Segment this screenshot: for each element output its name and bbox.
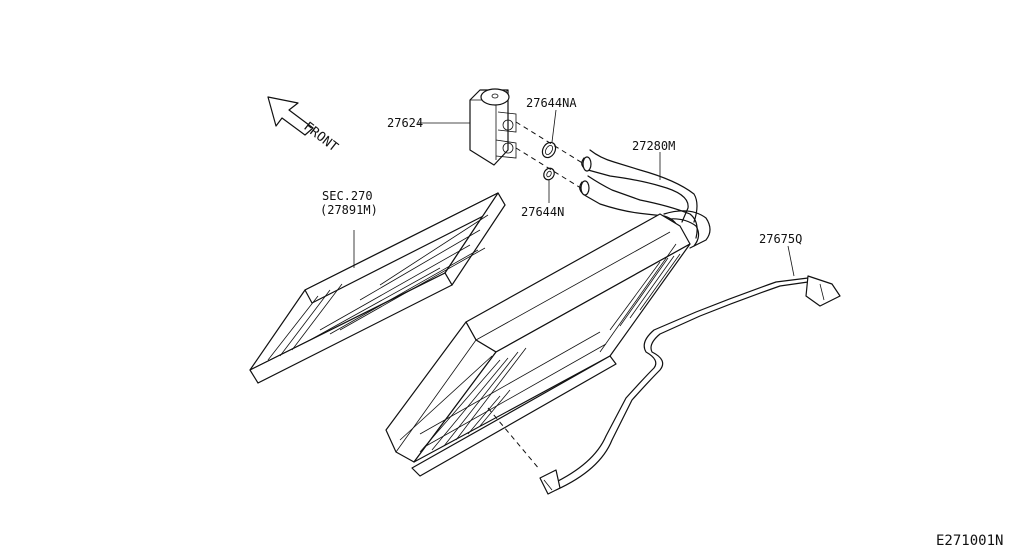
front-arrow-icon — [267, 96, 314, 136]
sensor-assembly-line — [487, 407, 541, 471]
core-fins — [419, 253, 681, 453]
filter-pleats — [267, 214, 489, 361]
evaporator-pipes — [579, 149, 711, 249]
o-ring-upper-label: 27644NA — [526, 96, 577, 110]
o-ring-lower — [543, 167, 555, 181]
expansion-valve — [469, 88, 517, 166]
temperature-sensor — [539, 275, 841, 495]
diagram-code: E271001N — [936, 533, 1003, 549]
filter-part-label: (27891M) — [320, 203, 378, 217]
front-label: FRONT — [301, 119, 341, 155]
evaporator-core — [385, 213, 691, 477]
o-ring-upper — [541, 141, 557, 159]
o-ring-lower-label: 27644N — [521, 205, 564, 219]
assembly-line-upper — [515, 121, 585, 165]
sensor-label: 27675Q — [759, 232, 802, 246]
pipe-label: 27280M — [632, 139, 675, 153]
sensor-leader-line — [787, 245, 795, 277]
filter-sec-label: SEC.270 — [322, 189, 373, 203]
cabin-filter — [249, 192, 506, 384]
valve-label: 27624 — [387, 116, 423, 130]
o-ring-upper-leader — [551, 109, 557, 143]
assembly-line-lower — [515, 147, 585, 191]
